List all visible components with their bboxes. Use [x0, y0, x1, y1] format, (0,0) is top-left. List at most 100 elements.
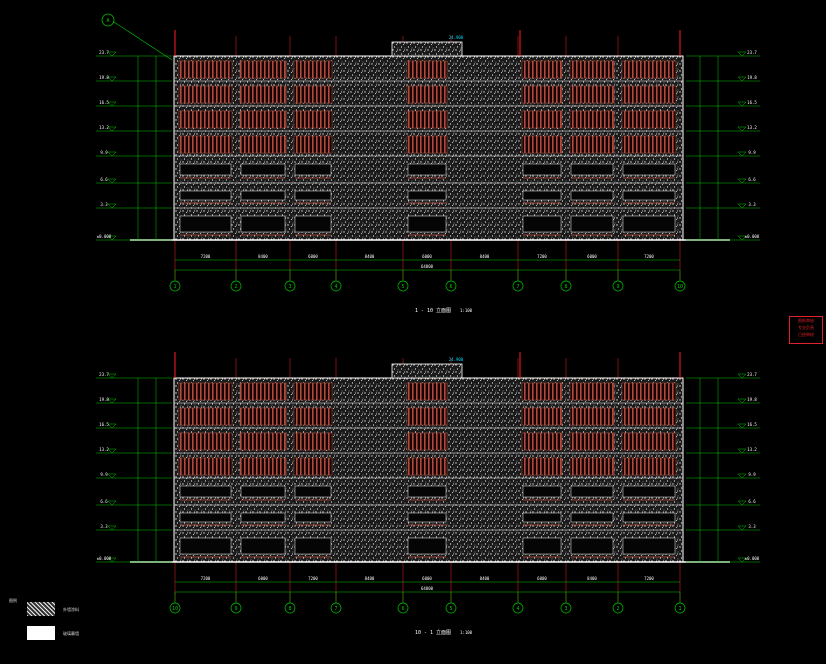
legend-header: 图例	[9, 598, 17, 603]
louver-panel	[178, 407, 233, 426]
louver-panel	[239, 407, 287, 426]
span-dimension: 6000	[537, 576, 547, 581]
elevation-bottom: 24.90023.719.816.513.29.96.63.3±0.00023.…	[96, 352, 760, 636]
axis-label: 7	[516, 284, 519, 290]
level-triangle	[107, 398, 117, 404]
level-label-right: 3.3	[748, 202, 756, 207]
window-strip	[179, 512, 232, 523]
louver-panel	[521, 457, 563, 476]
level-triangle	[737, 126, 747, 132]
louver-panel	[569, 60, 615, 79]
level-label-left: 13.2	[99, 125, 109, 130]
window-strip	[407, 163, 447, 176]
axis-bubble	[674, 602, 686, 614]
window-strip	[294, 163, 332, 176]
axis-bubble	[397, 602, 409, 614]
louver-panel	[239, 432, 287, 451]
span-dimension: 7200	[644, 576, 654, 581]
stamp-line: 专业负责	[798, 325, 814, 330]
legend-swatch-speckle	[27, 602, 55, 616]
axis-bubble	[330, 602, 342, 614]
axis-label: 10	[677, 284, 683, 290]
level-label-left: 16.5	[99, 422, 109, 427]
level-label-left: 13.2	[99, 447, 109, 452]
level-triangle	[107, 126, 117, 132]
callout-bubble	[101, 13, 115, 27]
louver-panel	[521, 60, 563, 79]
level-label-right: ±0.000	[745, 234, 760, 239]
axis-label: 9	[616, 284, 619, 290]
legend-swatch-solid	[27, 626, 55, 640]
level-triangle	[737, 557, 747, 563]
louver-panel	[178, 85, 233, 104]
window-strip	[522, 512, 562, 523]
span-dimension: 6000	[308, 254, 318, 259]
axis-label: 7	[334, 606, 337, 612]
axis-bubble	[674, 280, 686, 292]
louver-panel	[521, 85, 563, 104]
level-triangle	[107, 235, 117, 241]
window-strip	[179, 485, 232, 498]
axis-bubble	[169, 602, 181, 614]
level-label-left: ±0.000	[97, 556, 112, 561]
axis-bubble	[230, 280, 242, 292]
axis-label: 6	[401, 606, 404, 612]
axis-label: 5	[449, 606, 452, 612]
window-strip	[522, 163, 562, 176]
axis-bubble	[560, 602, 572, 614]
louver-panel	[521, 135, 563, 154]
level-triangle	[737, 525, 747, 531]
window-strip	[179, 215, 232, 233]
window-strip	[240, 215, 286, 233]
louver-panel	[621, 60, 677, 79]
span-dimension: 6000	[587, 254, 597, 259]
legend-label: 外墙涂料	[63, 607, 79, 612]
level-label-left: 16.5	[99, 100, 109, 105]
louver-panel	[293, 457, 333, 476]
window-strip	[294, 512, 332, 523]
louver-panel	[178, 382, 233, 401]
roof-elevation-label: 24.900	[449, 357, 464, 362]
level-label-left: 3.3	[100, 202, 108, 207]
level-label-left: 6.6	[100, 499, 108, 504]
window-strip	[407, 190, 447, 201]
window-strip	[294, 190, 332, 201]
elevation-scale: 1:100	[460, 308, 473, 313]
level-triangle	[737, 398, 747, 404]
axis-label: 5	[401, 284, 404, 290]
louver-panel	[178, 135, 233, 154]
level-triangle	[737, 101, 747, 107]
louver-panel	[621, 432, 677, 451]
level-label-left: 23.7	[99, 372, 109, 377]
window-strip	[240, 485, 286, 498]
level-label-left: 23.7	[99, 50, 109, 55]
level-label-right: 13.2	[747, 125, 757, 130]
louver-panel	[239, 135, 287, 154]
window-strip	[622, 215, 676, 233]
window-strip	[570, 163, 614, 176]
level-triangle	[107, 151, 117, 157]
louver-panel	[569, 110, 615, 129]
louver-panel	[293, 432, 333, 451]
louver-panel	[239, 110, 287, 129]
window-strip	[570, 215, 614, 233]
level-label-right: 9.9	[748, 472, 756, 477]
louver-panel	[406, 110, 448, 129]
window-strip	[522, 215, 562, 233]
total-dimension: 64800	[421, 586, 434, 591]
elevation-top: 24.90023.719.816.513.29.96.63.3±0.00023.…	[96, 13, 760, 314]
span-dimension: 6000	[422, 576, 432, 581]
louver-panel	[293, 60, 333, 79]
louver-panel	[406, 457, 448, 476]
window-strip	[240, 512, 286, 523]
axis-bubble	[284, 280, 296, 292]
level-label-right: 13.2	[747, 447, 757, 452]
roof-elevation-label: 24.900	[449, 35, 464, 40]
roof-penthouse	[391, 363, 463, 379]
window-strip	[622, 537, 676, 555]
span-dimension: 8400	[480, 576, 490, 581]
level-triangle	[107, 203, 117, 209]
window-strip	[179, 537, 232, 555]
axis-bubble	[445, 280, 457, 292]
span-dimension: 7200	[201, 254, 211, 259]
